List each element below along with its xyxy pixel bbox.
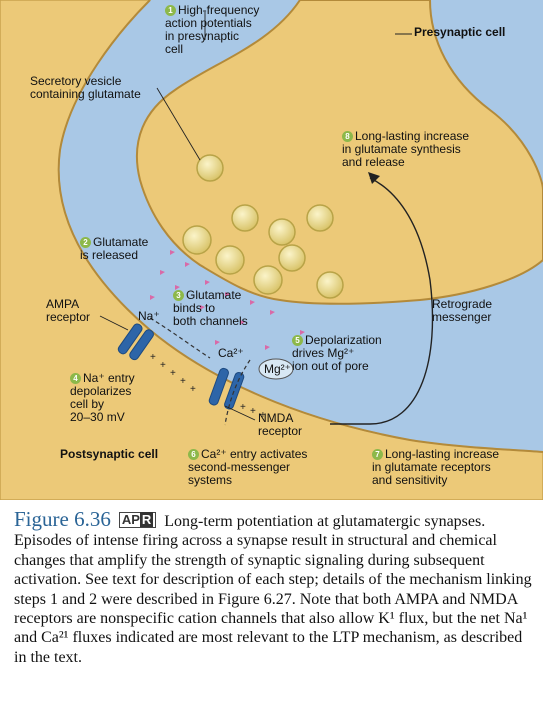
vesicle-group xyxy=(182,154,344,299)
step-8-text: Long-lasting increase in glutamate synth… xyxy=(342,129,470,169)
step-2-text: Glutamate is released xyxy=(80,235,149,262)
step-1-text: High-frequency action potentials in pres… xyxy=(165,3,260,56)
figure-body: Episodes of intense firing across a syna… xyxy=(14,532,532,666)
ca-flow-arrow xyxy=(224,359,251,426)
step-7-badge: 7 xyxy=(372,449,383,460)
step-1-badge: 1 xyxy=(165,5,176,16)
nmda-receptor-shape xyxy=(208,367,245,410)
retrograde-messenger-label: Retrograde messenger xyxy=(432,297,493,324)
vesicle xyxy=(278,244,306,272)
apr-badge-right: R xyxy=(139,512,154,527)
positive-charges: + + + + + + + + xyxy=(150,352,266,421)
retrograde-messenger-arrow xyxy=(330,177,434,425)
svg-text:+: + xyxy=(240,402,246,413)
na-ion-label: Na⁺ xyxy=(138,309,160,323)
step-4-badge: 4 xyxy=(70,373,81,384)
secretory-vesicle-label: Secretory vesicle containing glutamate xyxy=(30,74,141,101)
svg-text:+: + xyxy=(250,406,256,417)
vesicle xyxy=(231,204,259,232)
vesicle xyxy=(196,154,224,182)
step-6-badge: 6 xyxy=(188,449,199,460)
figure-label: Figure 6.36 xyxy=(14,507,111,531)
step-5-text: Depolarization drives Mg²⁺ ion out of po… xyxy=(292,333,382,373)
svg-text:+: + xyxy=(150,352,156,363)
step-3-badge: 3 xyxy=(173,290,184,301)
svg-text:+: + xyxy=(180,376,186,387)
step-8-badge: 8 xyxy=(342,131,353,142)
svg-text:+: + xyxy=(170,368,176,379)
vesicle-fusing xyxy=(215,245,245,275)
step-2-badge: 2 xyxy=(80,237,91,248)
step-6-text: Ca²⁺ entry activates second-messenger sy… xyxy=(188,447,308,487)
ampa-receptor-shape xyxy=(117,323,154,361)
step-5-badge: 5 xyxy=(292,335,303,346)
vesicle xyxy=(306,204,334,232)
nmda-receptor-label: NMDA receptor xyxy=(258,411,303,438)
vesicle xyxy=(268,218,296,246)
vesicle xyxy=(316,271,344,299)
retrograde-arrowhead xyxy=(368,172,380,184)
step-3-text: Glutamate binds to both channels xyxy=(173,288,248,328)
glutamate-molecules xyxy=(150,250,305,350)
figure-title: Long-term potentiation at glutamatergic … xyxy=(164,513,486,530)
apr-badge-left: AP xyxy=(121,512,140,527)
mg-ion-circle xyxy=(258,358,294,380)
ltp-diagram: + + + + + + + + xyxy=(0,0,543,500)
vesicle-fusing xyxy=(253,265,283,295)
svg-text:+: + xyxy=(260,410,266,421)
step-7-text: Long-lasting increase in glutamate recep… xyxy=(372,447,500,487)
postsynaptic-cell-label: Postsynaptic cell xyxy=(60,447,159,461)
step-4-text: Na⁺ entry depolarizes cell by 20–30 mV xyxy=(70,371,135,424)
mg-ion-label: Mg²⁺ xyxy=(264,362,291,376)
ampa-receptor-label: AMPA receptor xyxy=(46,297,91,324)
na-flow-arrow xyxy=(149,317,211,359)
presynaptic-cell-label: Presynaptic cell xyxy=(414,25,506,39)
svg-text:+: + xyxy=(190,384,196,395)
leader-lines xyxy=(99,12,412,421)
svg-text:+: + xyxy=(160,360,166,371)
vesicle-fusing xyxy=(182,225,212,255)
ca-ion-label: Ca²⁺ xyxy=(218,346,244,360)
